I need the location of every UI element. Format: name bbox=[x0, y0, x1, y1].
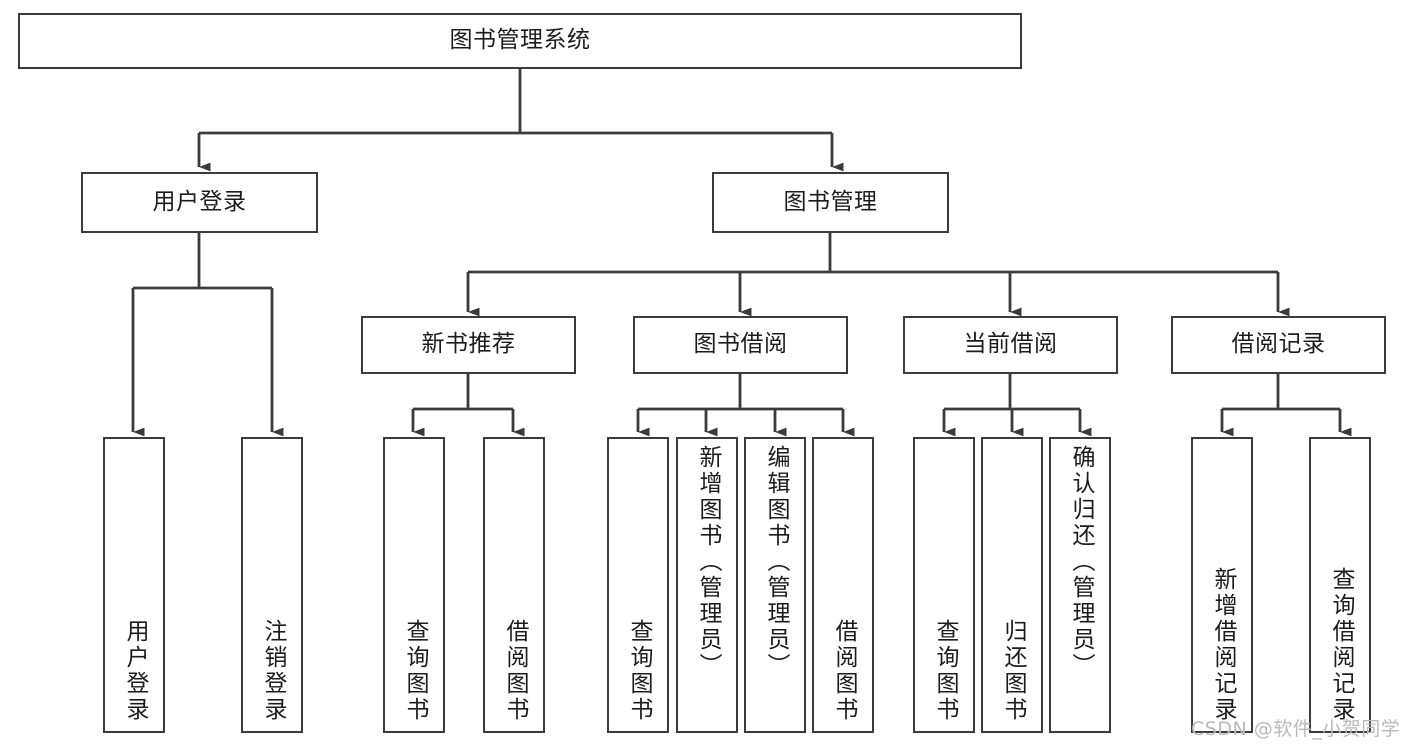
leaf-borrow-book[interactable]: 借阅图书 bbox=[812, 437, 874, 733]
leaf-logout[interactable]: 注销登录 bbox=[241, 437, 303, 733]
leaf-query-book-recommend[interactable]: 查询图书 bbox=[383, 437, 445, 733]
watermark-text: CSDN @软件_小贺同学 bbox=[1191, 718, 1401, 740]
node-label: 确认归还（管理员） bbox=[1067, 445, 1094, 679]
node-label: 新增借阅记录 bbox=[1209, 567, 1236, 723]
node-label: 归还图书 bbox=[999, 619, 1026, 723]
node-label: 图书管理系统 bbox=[449, 27, 591, 54]
node-borrow-records[interactable]: 借阅记录 bbox=[1171, 316, 1386, 374]
leaf-query-borrow-record[interactable]: 查询借阅记录 bbox=[1309, 437, 1371, 733]
leaf-add-book-admin[interactable]: 新增图书（管理员） bbox=[676, 437, 738, 733]
node-book-borrow[interactable]: 图书借阅 bbox=[633, 316, 848, 374]
node-label: 图书借阅 bbox=[693, 331, 788, 358]
node-label: 查询图书 bbox=[625, 619, 652, 723]
leaf-query-book-current[interactable]: 查询图书 bbox=[913, 437, 975, 733]
node-book-management[interactable]: 图书管理 bbox=[712, 172, 949, 233]
node-user-login[interactable]: 用户登录 bbox=[81, 172, 318, 233]
leaf-query-book-borrow[interactable]: 查询图书 bbox=[607, 437, 669, 733]
node-label: 用户登录 bbox=[152, 188, 247, 215]
leaf-confirm-return-admin[interactable]: 确认归还（管理员） bbox=[1049, 437, 1111, 733]
node-label: 新增图书（管理员） bbox=[694, 445, 721, 679]
node-label: 查询图书 bbox=[401, 619, 428, 723]
node-root-book-management-system[interactable]: 图书管理系统 bbox=[18, 13, 1022, 69]
node-label: 查询借阅记录 bbox=[1327, 567, 1354, 723]
node-label: 新书推荐 bbox=[421, 331, 516, 358]
node-label: 图书管理 bbox=[783, 188, 878, 215]
node-label: 借阅图书 bbox=[501, 619, 528, 723]
node-label: 注销登录 bbox=[259, 619, 286, 723]
node-label: 借阅记录 bbox=[1231, 331, 1326, 358]
leaf-edit-book-admin[interactable]: 编辑图书（管理员） bbox=[744, 437, 806, 733]
node-label: 当前借阅 bbox=[963, 331, 1058, 358]
leaf-user-login[interactable]: 用户登录 bbox=[103, 437, 165, 733]
node-label: 用户登录 bbox=[121, 619, 148, 723]
node-current-borrow[interactable]: 当前借阅 bbox=[903, 316, 1118, 374]
node-label: 借阅图书 bbox=[830, 619, 857, 723]
node-new-book-recommend[interactable]: 新书推荐 bbox=[361, 316, 576, 374]
leaf-return-book[interactable]: 归还图书 bbox=[981, 437, 1043, 733]
node-label: 查询图书 bbox=[931, 619, 958, 723]
node-label: 编辑图书（管理员） bbox=[762, 445, 789, 679]
leaf-add-borrow-record[interactable]: 新增借阅记录 bbox=[1191, 437, 1253, 733]
leaf-borrow-book-recommend[interactable]: 借阅图书 bbox=[483, 437, 545, 733]
